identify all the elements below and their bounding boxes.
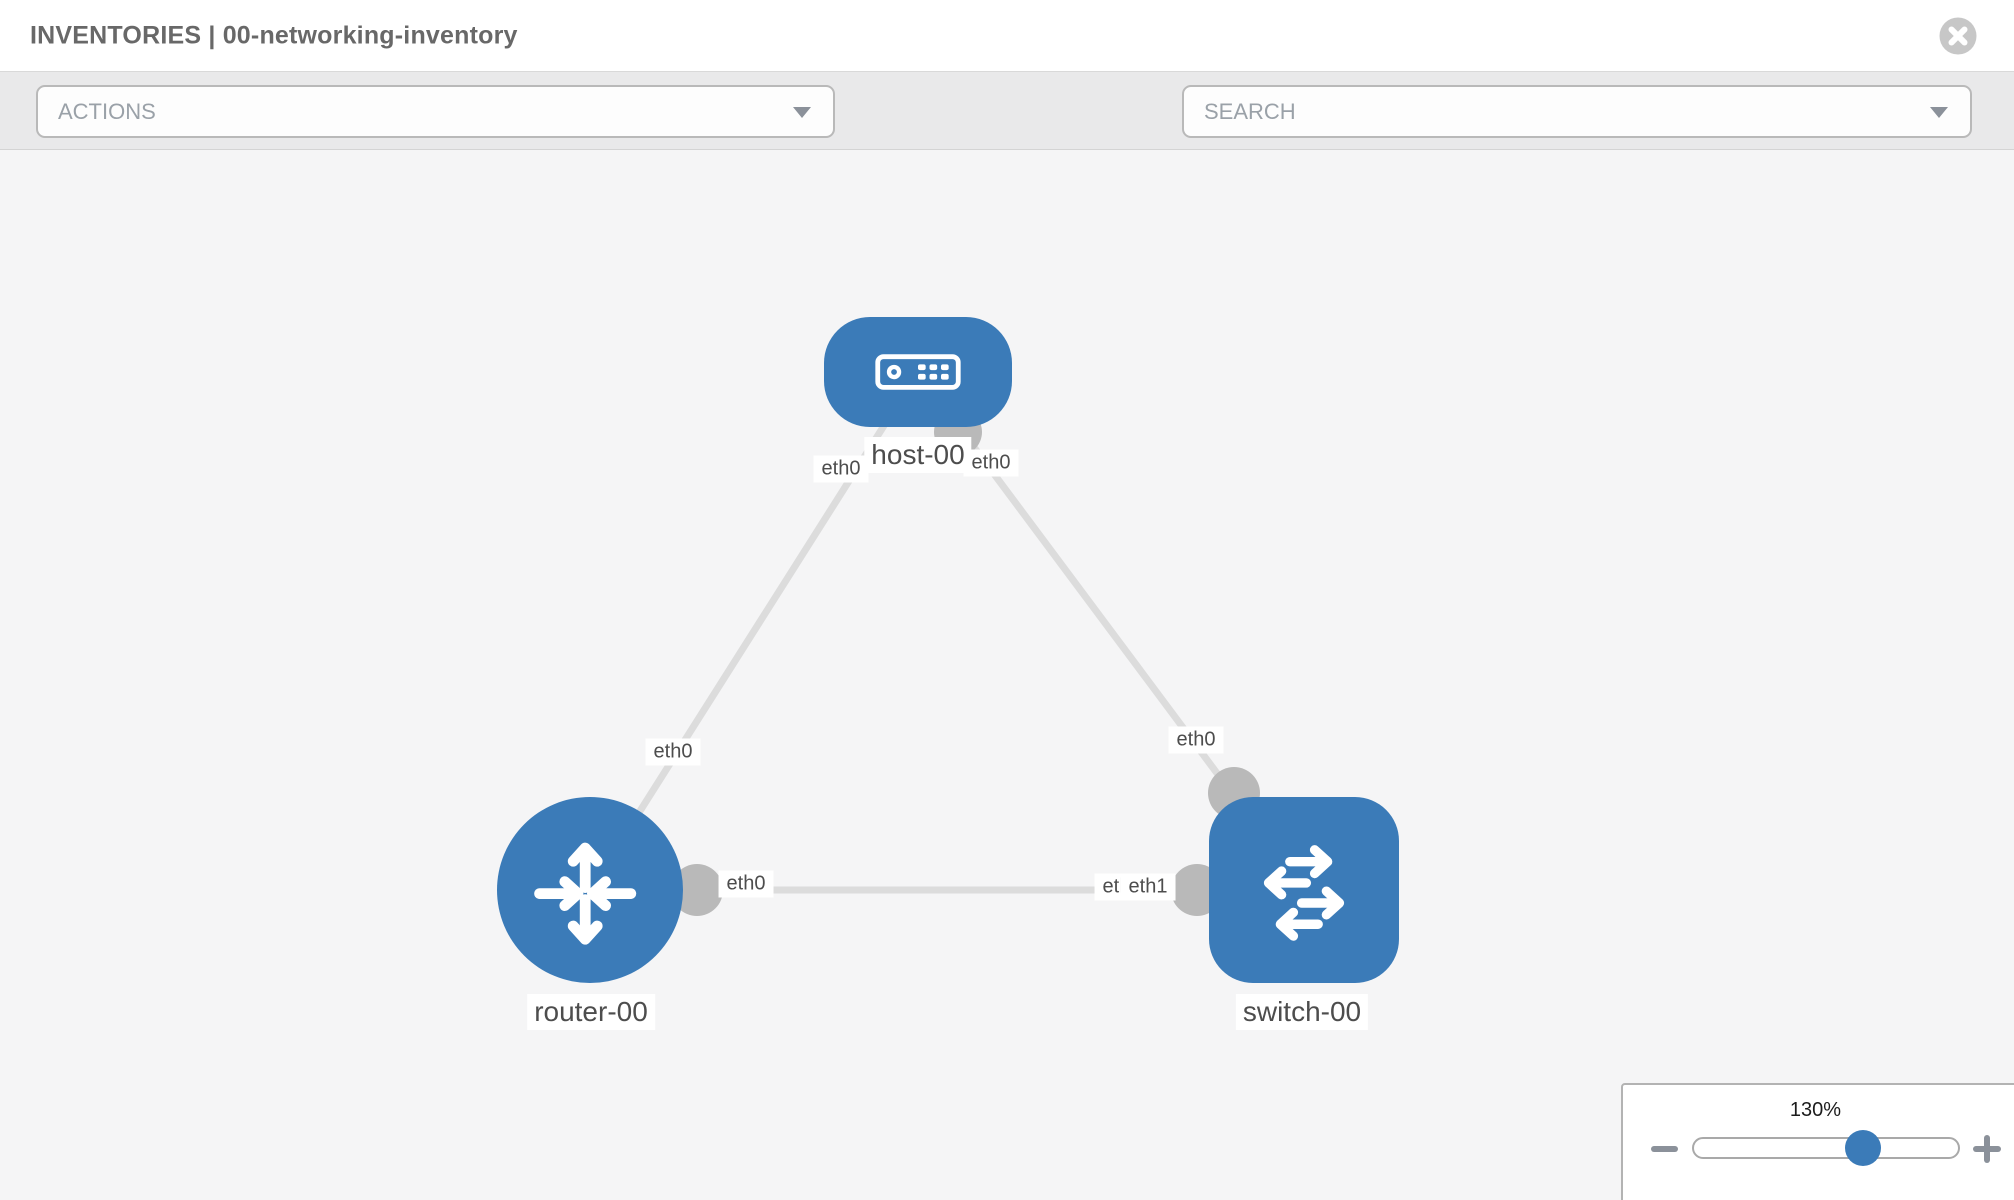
actions-dropdown-label: ACTIONS (58, 98, 156, 124)
host-icon (875, 354, 961, 390)
node-label-switch: switch-00 (1235, 994, 1369, 1030)
node-label-router: router-00 (527, 994, 655, 1030)
search-dropdown[interactable]: SEARCH (1182, 85, 1972, 138)
actions-dropdown[interactable]: ACTIONS (36, 85, 835, 138)
close-icon (1939, 17, 1977, 55)
interface-label: eth0 (813, 455, 869, 483)
switch-icon (1263, 845, 1345, 941)
node-label-host: host-00 (864, 437, 972, 473)
zoom-in-button[interactable] (1973, 1135, 2001, 1163)
zoom-out-button[interactable] (1651, 1146, 1678, 1152)
chevron-down-icon (793, 106, 811, 118)
interface-label: eth0 (1168, 726, 1224, 754)
node-switch[interactable] (1209, 797, 1399, 983)
zoom-slider-track[interactable] (1692, 1130, 1960, 1166)
interface-label: eth1 (1120, 873, 1176, 901)
interface-label: eth0 (645, 738, 701, 766)
close-button[interactable] (1938, 16, 1978, 56)
header: INVENTORIES | 00-networking-inventory (0, 0, 2014, 72)
node-host[interactable] (824, 317, 1012, 427)
topology-canvas[interactable]: host-00 router-00 switch-00 eth0 eth0 et… (0, 150, 2014, 1200)
zoom-slider-row (1623, 1127, 2014, 1167)
zoom-slider-handle[interactable] (1844, 1130, 1881, 1166)
chevron-down-icon (1930, 106, 1948, 118)
toolbar: ACTIONS SEARCH (0, 72, 2014, 201)
node-router[interactable] (497, 797, 683, 983)
zoom-control-panel: 130% (1621, 1083, 2014, 1200)
search-dropdown-label: SEARCH (1204, 98, 1296, 124)
zoom-level-value: 130% (1789, 1099, 1842, 1121)
interface-label: eth0 (718, 870, 774, 898)
router-icon (534, 842, 637, 945)
topology-links (587, 369, 1307, 894)
page-title: INVENTORIES | 00-networking-inventory (30, 21, 518, 49)
interface-label: eth0 (963, 449, 1019, 477)
